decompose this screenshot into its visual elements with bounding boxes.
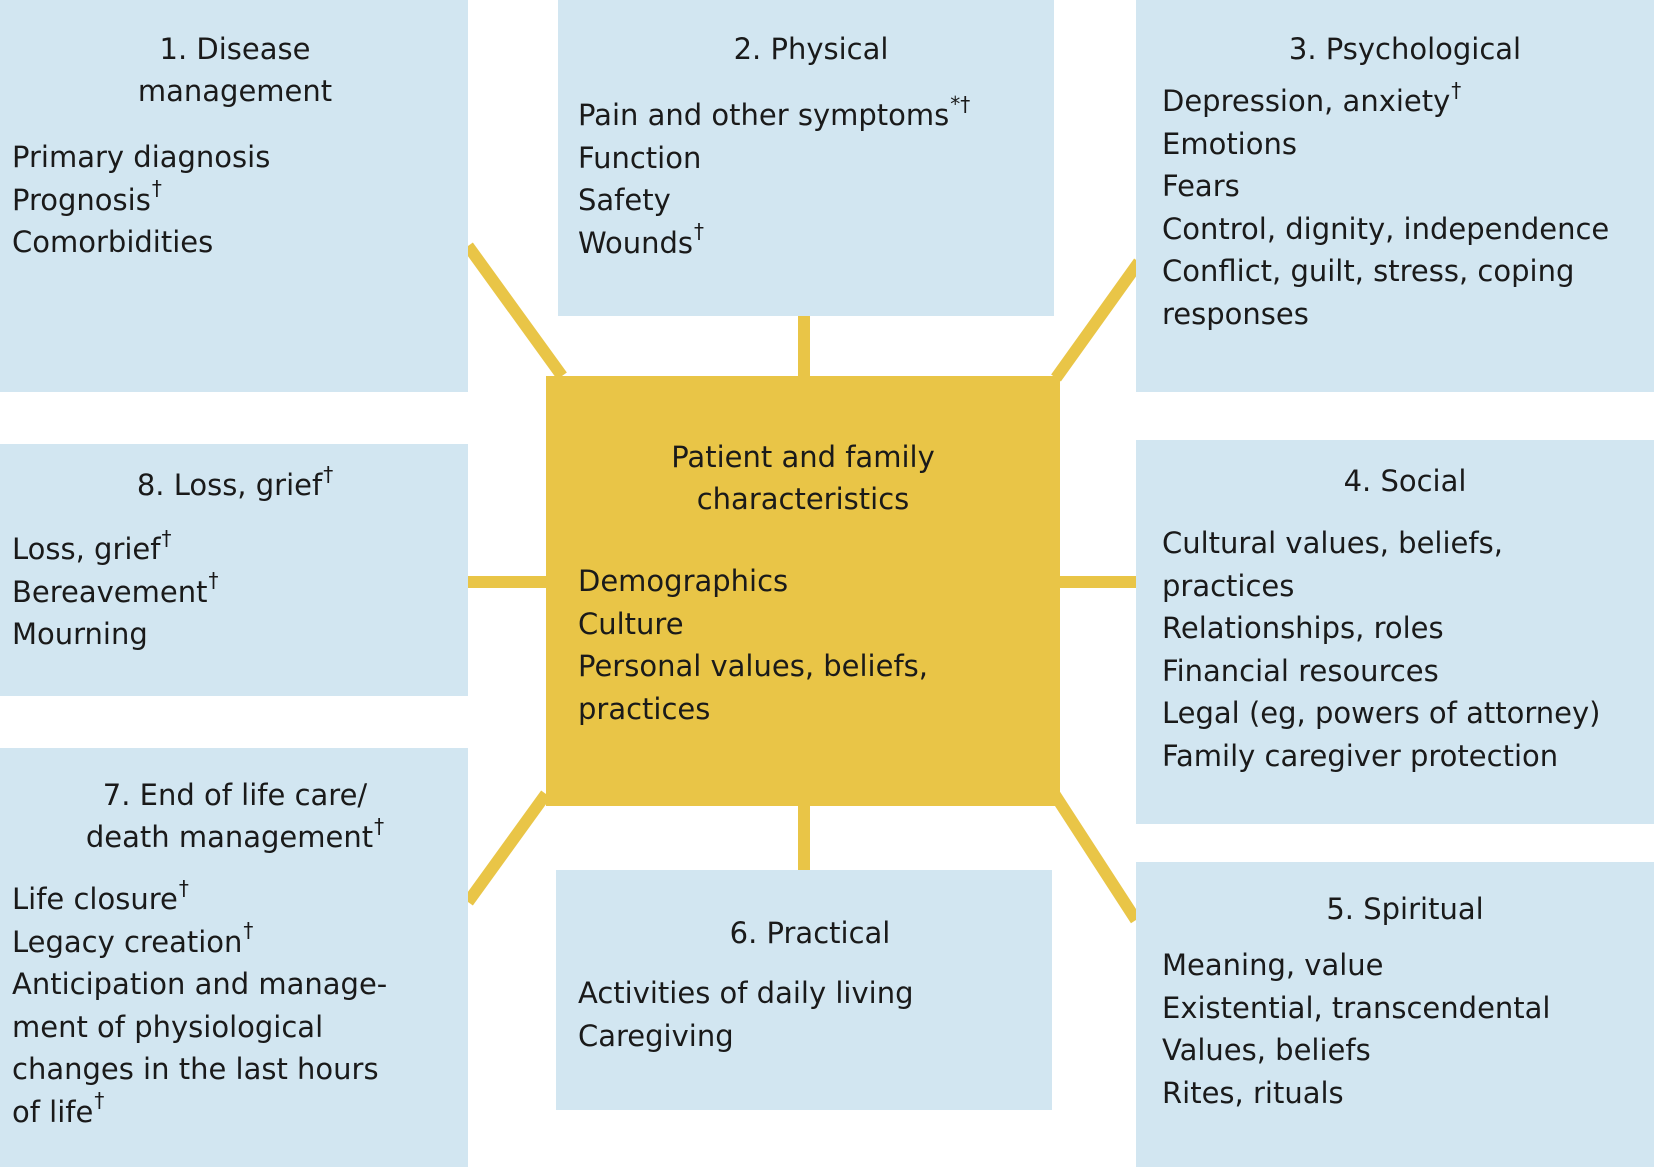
list-item: Fears — [1162, 169, 1240, 203]
domain-box-spiritual: 5. Spiritual Meaning, value Existential,… — [1136, 862, 1654, 1167]
domain-title: 2. Physical — [733, 32, 889, 66]
domain-items: Primary diagnosis Prognosis† Comorbiditi… — [12, 136, 458, 264]
domain-title: 3. Psychological — [1288, 32, 1522, 66]
list-item: Control, dignity, independence — [1162, 211, 1610, 246]
domain-title: 4. Social — [1343, 464, 1467, 498]
domain-box-loss-grief: 8. Loss, grief† Loss, grief† Bereavement… — [0, 444, 468, 696]
list-item: Caregiving — [578, 1018, 734, 1053]
domain-items: Meaning, value Existential, transcendent… — [1162, 944, 1648, 1114]
list-item: Rites, rituals — [1162, 1075, 1344, 1110]
list-item: Pain and other symptoms*† — [578, 91, 971, 132]
domain-box-social: 4. Social Cultural values, beliefs, prac… — [1136, 440, 1654, 824]
list-item: Legacy creation† — [12, 918, 254, 959]
list-item: Demographics — [578, 564, 789, 598]
domain-items: Pain and other symptoms*† Function Safet… — [578, 94, 1044, 264]
list-item: Bereavement† — [12, 568, 219, 609]
domain-box-psychological: 3. Psychological Depression, anxiety† Em… — [1136, 0, 1654, 392]
list-item: Financial resources — [1162, 653, 1439, 688]
connector-disease-management — [463, 242, 567, 380]
center-box-patient-family: Patient and family characteristics Demog… — [546, 376, 1060, 806]
list-item: Existential, transcendental — [1162, 990, 1551, 1025]
list-item: Prognosis† — [12, 176, 162, 217]
list-item: Wounds† — [578, 219, 704, 260]
domain-items: Cultural values, beliefs, practices Rela… — [1162, 522, 1648, 777]
list-item: Legal (eg, powers of attorney) — [1162, 696, 1601, 730]
center-items: Demographics Culture Personal values, be… — [578, 560, 1040, 730]
domain-box-physical: 2. Physical Pain and other symptoms*† Fu… — [558, 0, 1054, 316]
domain-title: 6. Practical — [729, 916, 891, 950]
list-item: Culture — [578, 606, 684, 641]
domain-items: Loss, grief† Bereavement† Mourning — [12, 528, 458, 656]
domain-title: 5. Spiritual — [1326, 892, 1484, 926]
list-item: Comorbidities — [12, 225, 214, 259]
domain-items: Depression, anxiety† Emotions Fears Cont… — [1162, 80, 1648, 335]
center-title: Patient and family characteristics — [671, 440, 935, 516]
list-item: Primary diagnosis — [12, 140, 271, 174]
list-item: Life closure† — [12, 875, 189, 916]
list-item: Activities of daily living — [578, 976, 914, 1010]
connector-psychological — [1051, 258, 1144, 382]
list-item: Values, beliefs — [1162, 1033, 1371, 1067]
list-item: Anticipation and manage- ment of physiol… — [12, 967, 388, 1129]
connector-end-of-life — [463, 790, 551, 906]
domain-title: 1. Disease management — [137, 32, 333, 108]
domain-title: 8. Loss, grief† — [136, 461, 334, 502]
domain-items: Activities of daily living Caregiving — [578, 972, 1042, 1057]
list-item: Loss, grief† — [12, 525, 172, 566]
list-item: Cultural values, beliefs, practices — [1162, 526, 1503, 603]
connector-spiritual — [1049, 791, 1142, 924]
domain-title: 7. End of life care/ death management† — [85, 778, 385, 854]
domain-box-practical: 6. Practical Activities of daily living … — [556, 870, 1052, 1110]
domain-items: Life closure† Legacy creation† Anticipat… — [12, 878, 458, 1133]
domain-box-disease-management: 1. Disease management Primary diagnosis … — [0, 0, 468, 392]
domain-box-end-of-life-care: 7. End of life care/ death management† L… — [0, 748, 468, 1167]
list-item: Function — [578, 140, 702, 175]
list-item: Conflict, guilt, stress, coping response… — [1162, 254, 1575, 331]
list-item: Mourning — [12, 617, 148, 651]
list-item: Relationships, roles — [1162, 611, 1444, 645]
list-item: Safety — [578, 183, 671, 217]
list-item: Depression, anxiety† — [1162, 77, 1462, 118]
list-item: Emotions — [1162, 126, 1297, 161]
list-item: Personal values, beliefs, practices — [578, 649, 928, 726]
list-item: Family caregiver protection — [1162, 738, 1559, 773]
list-item: Meaning, value — [1162, 948, 1384, 982]
